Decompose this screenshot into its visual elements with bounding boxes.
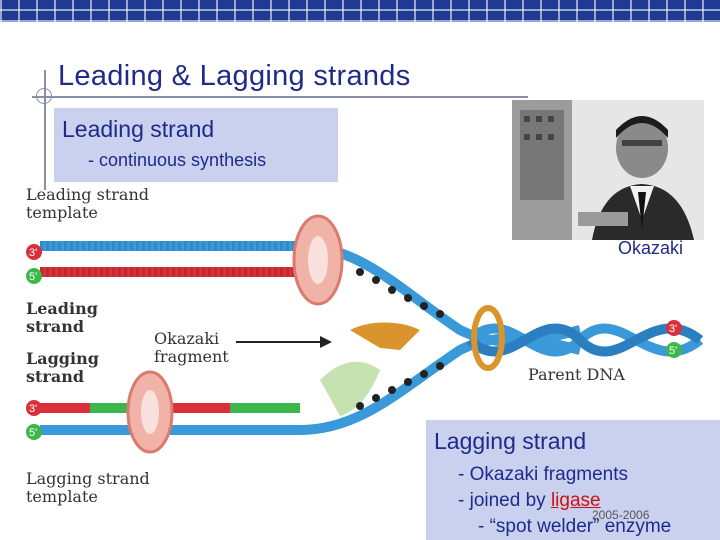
year-footer: 2005-2006 [592, 508, 650, 522]
helicase-ring [471, 305, 505, 371]
title-vertical-rule [44, 70, 46, 190]
three-prime-label-right: 3' [669, 323, 677, 335]
three-prime-marker-bottom [26, 400, 42, 416]
five-prime-marker-bottom [26, 424, 42, 440]
three-prime-label-top: 3' [29, 247, 37, 259]
lagging-point-okazaki: - Okazaki fragments [458, 464, 628, 485]
primase-enzyme [350, 322, 420, 350]
five-prime-label-bottom: 5' [29, 427, 37, 439]
ssb-enzyme [320, 361, 380, 416]
three-prime-marker-top [26, 244, 42, 260]
top-bar-pattern [0, 0, 720, 22]
lagging-strand-heading: Lagging strand [434, 428, 587, 454]
ssb-proteins [356, 268, 444, 410]
five-prime-label-top: 5' [29, 271, 37, 283]
three-prime-label-bottom: 3' [29, 403, 37, 415]
okazaki-photo-image [512, 100, 704, 240]
lagging-template-strand [40, 333, 582, 435]
ligase-link[interactable]: ligase [550, 490, 601, 511]
five-prime-label-right: 5' [669, 345, 677, 357]
lagging-strand-label: Lagging strand [26, 349, 99, 386]
title-underline [32, 96, 528, 98]
lagging-point-ligase: - joined by ligase [458, 490, 601, 512]
parent-dna-helix-2 [466, 323, 704, 357]
okazaki-fragment-label: Okazaki fragment [154, 329, 229, 366]
top-bar [0, 0, 720, 22]
three-prime-marker-right [666, 320, 682, 336]
lagging-template-label: Lagging strand template [26, 469, 150, 506]
leading-strand-heading: Leading strand [62, 116, 215, 142]
leading-template-label: Leading strand template [26, 185, 149, 222]
okazaki-photo [512, 100, 704, 240]
five-prime-marker-top [26, 268, 42, 284]
lagging-strand-box: Lagging strand - Okazaki fragments - joi… [426, 420, 720, 540]
crosshair-decoration [36, 88, 52, 104]
okazaki-caption: Okazaki [618, 238, 684, 258]
dna-replication-diagram: 3' 5' 3' 5' 3' 5' [26, 214, 704, 454]
slide-title: Leading & Lagging strands [58, 60, 411, 92]
lagging-point-spot-welder: - “spot welder” enzyme [478, 516, 672, 537]
parent-dna-label: Parent DNA [528, 365, 625, 384]
leading-strand-point: - continuous synthesis [88, 150, 267, 170]
ligase-prefix: - joined by [458, 490, 551, 511]
five-prime-marker-right [666, 342, 682, 358]
leading-strand-label: Leading strand [26, 299, 98, 336]
leading-strand-box: Leading strand - continuous synthesis [54, 108, 338, 182]
